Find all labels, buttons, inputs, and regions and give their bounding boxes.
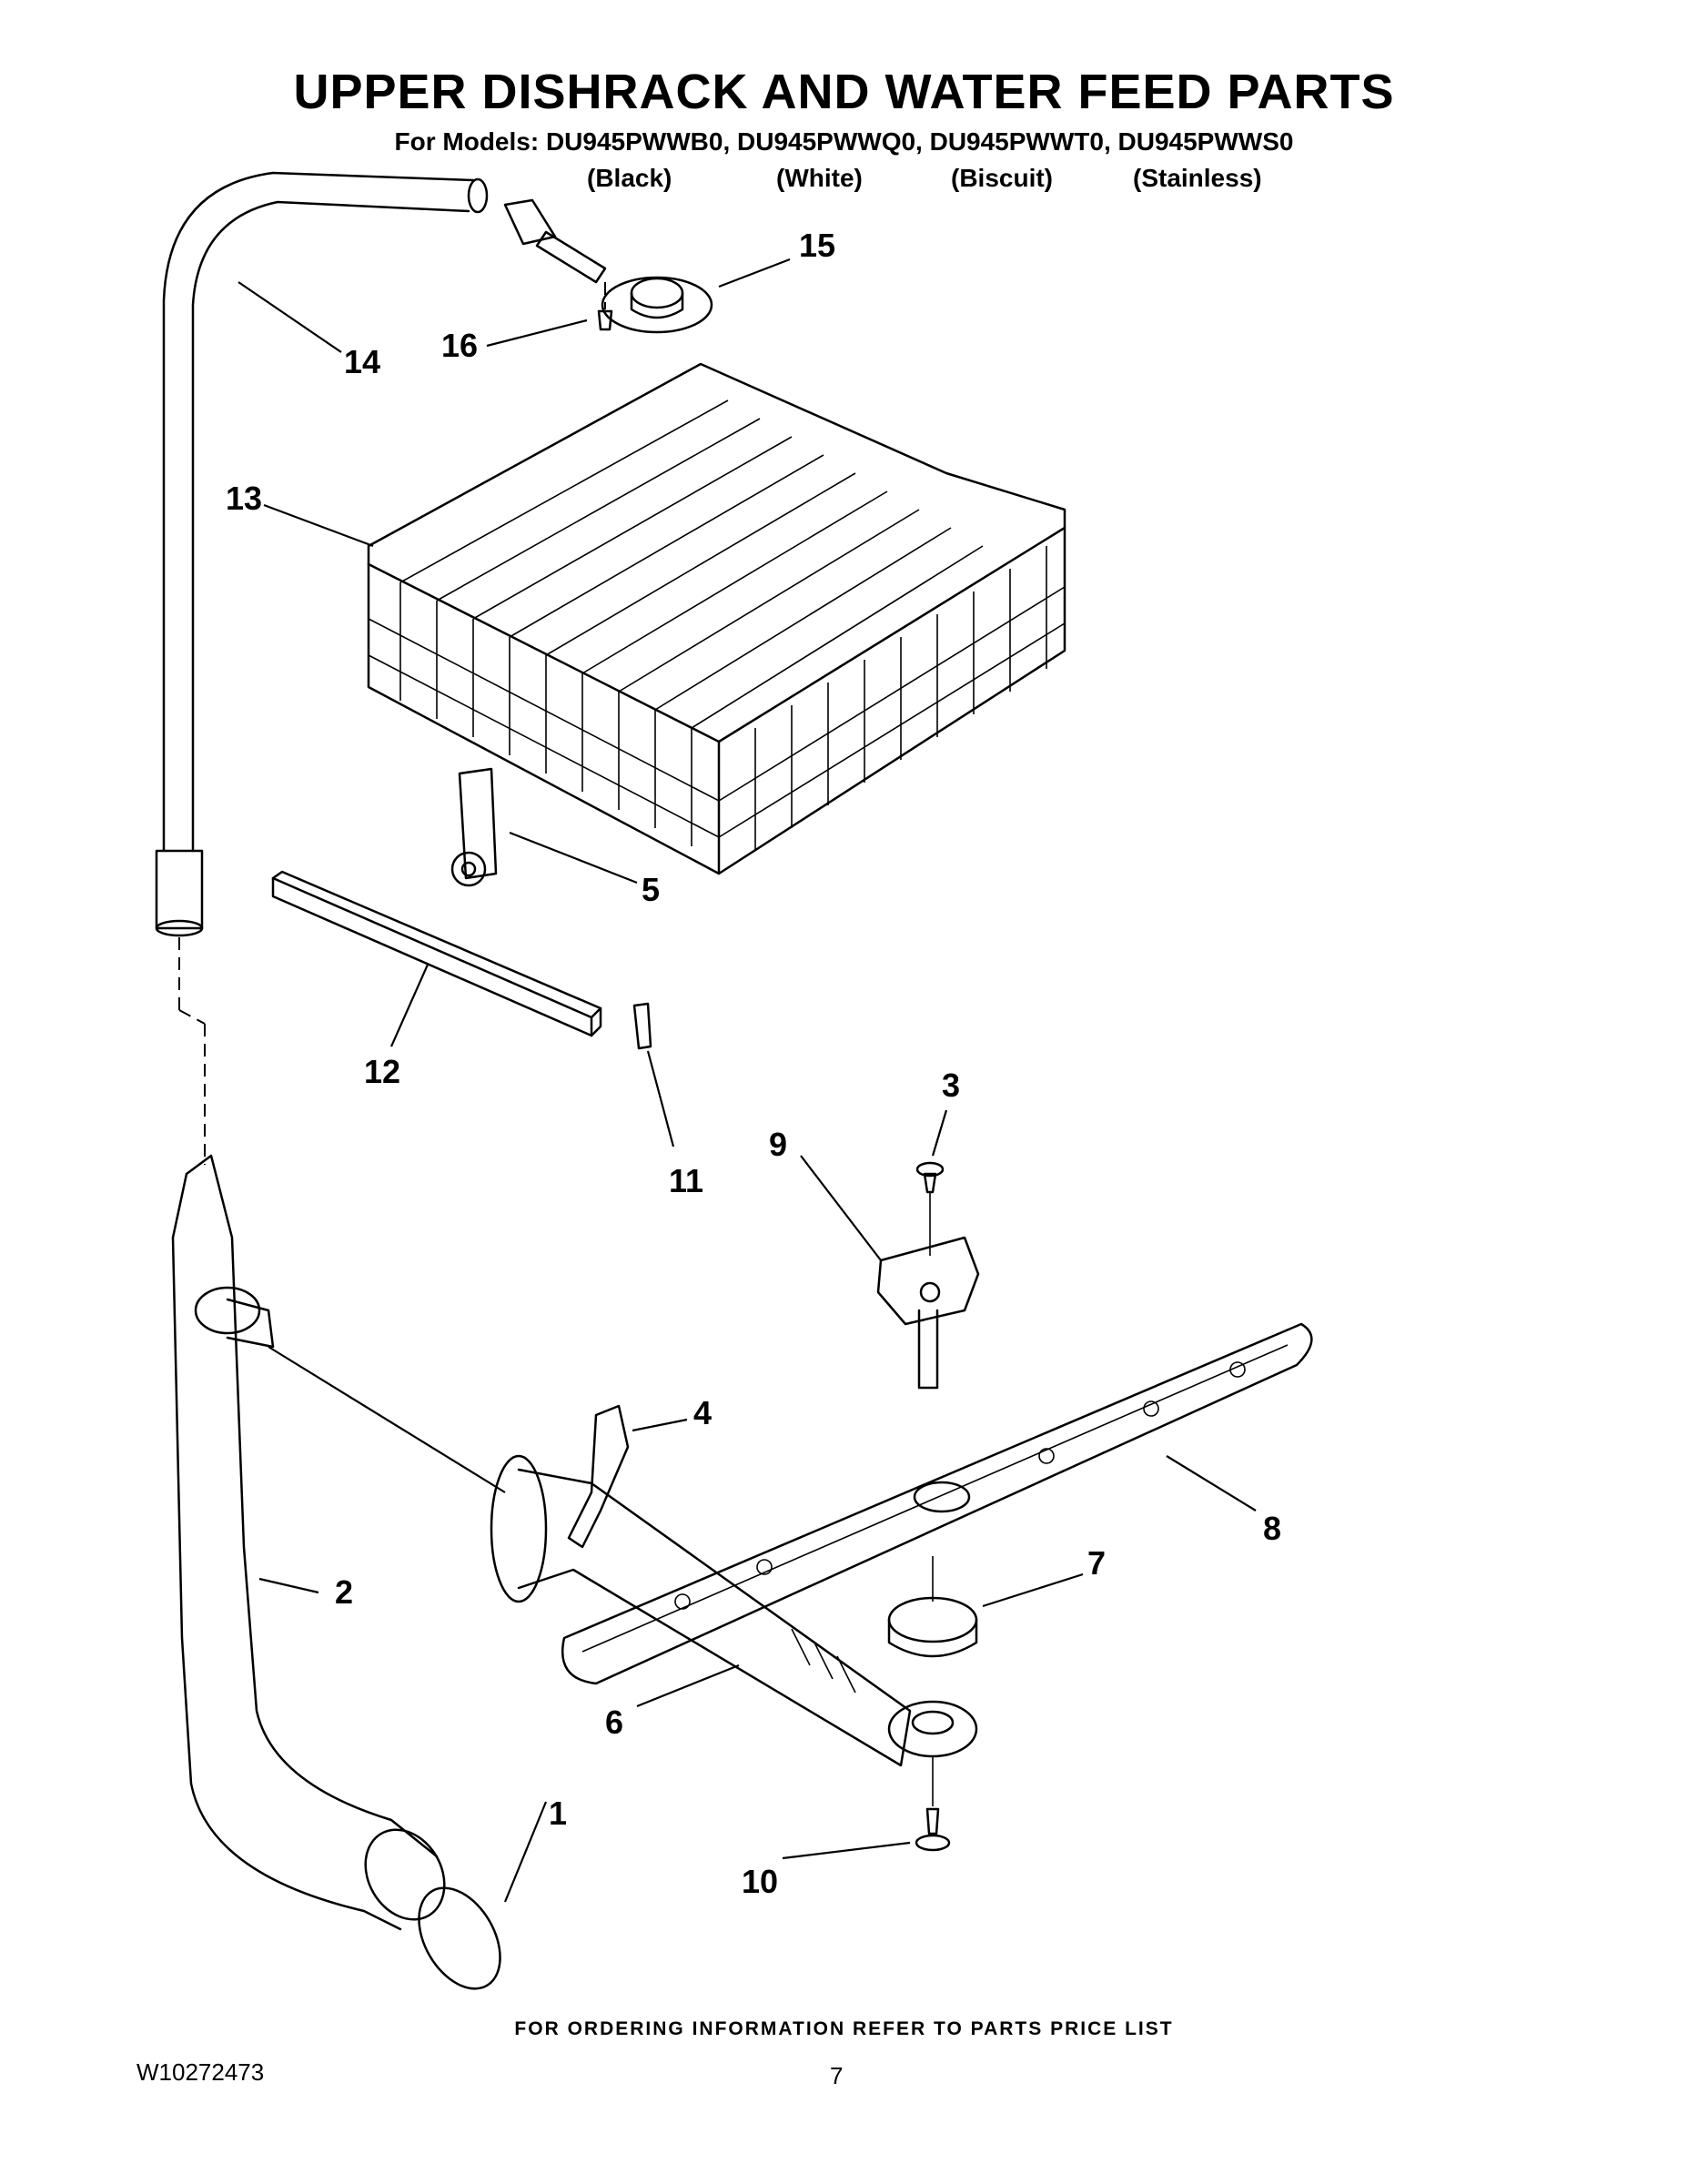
callout-5: 5 xyxy=(642,871,660,908)
callout-6: 6 xyxy=(605,1704,623,1741)
rack-adjuster-part xyxy=(450,767,498,887)
finish-white: (White) xyxy=(776,164,863,192)
supply-tube-part xyxy=(155,171,489,937)
screw-3-part xyxy=(915,1161,945,1256)
finish-biscuit: (Biscuit) xyxy=(951,164,1053,192)
document-number: W10272473 xyxy=(136,2058,265,2086)
callout-9: 9 xyxy=(769,1126,787,1163)
manifold-part xyxy=(490,1454,978,1767)
screw-10-part xyxy=(915,1756,951,1852)
seal-ring-part xyxy=(887,1556,978,1658)
page-number: 7 xyxy=(830,2062,844,2089)
upper-dishrack-part xyxy=(367,362,1066,875)
rail-stop-part xyxy=(632,1002,652,1050)
callout-11: 11 xyxy=(669,1162,703,1199)
callout-15: 15 xyxy=(799,227,835,264)
rack-rail-part xyxy=(271,870,602,1037)
o-ring-part xyxy=(418,1886,501,1990)
callout-13: 13 xyxy=(226,480,262,517)
finish-stainless: (Stainless) xyxy=(1133,164,1262,192)
callout-8: 8 xyxy=(1263,1510,1281,1547)
leader-lines xyxy=(238,258,1257,1903)
ordering-note: FOR ORDERING INFORMATION REFER TO PARTS … xyxy=(514,2018,1174,2039)
page-title: UPPER DISHRACK AND WATER FEED PARTS xyxy=(293,65,1395,119)
callout-4: 4 xyxy=(693,1394,712,1431)
model-list: For Models: DU945PWWB0, DU945PWWQ0, DU94… xyxy=(394,127,1294,156)
spray-arm-part xyxy=(561,1322,1313,1685)
callout-2: 2 xyxy=(335,1573,353,1611)
callout-10: 10 xyxy=(742,1863,778,1900)
clamp-part xyxy=(567,1404,630,1549)
spray-nozzle-part xyxy=(503,198,713,334)
callout-16: 16 xyxy=(441,327,478,364)
feed-tube-part xyxy=(171,1154,506,1931)
callout-1: 1 xyxy=(549,1795,567,1832)
callout-12: 12 xyxy=(364,1053,400,1090)
screw-16-part xyxy=(597,282,613,331)
callout-3: 3 xyxy=(942,1067,960,1104)
callout-14: 14 xyxy=(344,343,380,380)
callout-7: 7 xyxy=(1087,1544,1106,1582)
bearing-bracket-part xyxy=(876,1236,980,1390)
finish-black: (Black) xyxy=(587,164,672,192)
